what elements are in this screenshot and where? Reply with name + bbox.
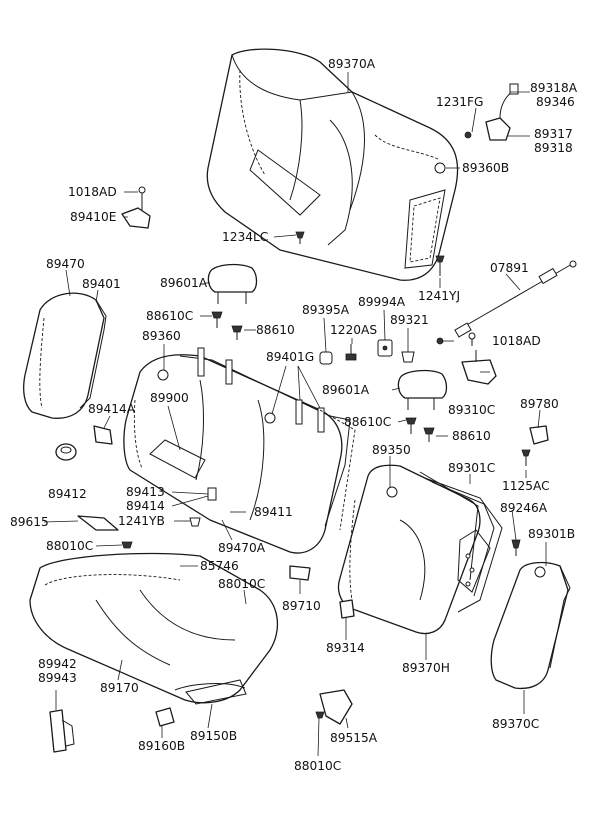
- label-89314: 89314: [326, 641, 365, 655]
- label-1231FG: 1231FG: [436, 95, 483, 109]
- label-89710: 89710: [282, 599, 321, 613]
- label-88610-right: 88610: [452, 429, 491, 443]
- label-89412: 89412: [48, 487, 87, 501]
- bracket-89310C-icon: [461, 350, 497, 385]
- screw-89246A-icon: [511, 539, 521, 556]
- label-89370A: 89370A: [328, 57, 376, 71]
- label-89350: 89350: [372, 443, 411, 457]
- label-88010C-mid: 88010C: [218, 577, 265, 591]
- label-89943: 89943: [38, 671, 77, 685]
- side-bolster-89370C: [490, 561, 571, 690]
- label-89360: 89360: [142, 329, 181, 343]
- label-89370H: 89370H: [402, 661, 450, 675]
- headrest-left-89601A: [207, 263, 258, 304]
- clip-89314-icon: [339, 599, 355, 619]
- label-89310C: 89310C: [448, 403, 495, 417]
- label-89410E: 89410E: [70, 210, 116, 224]
- label-89401G: 89401G: [266, 350, 314, 364]
- screw-1234LC-icon: [295, 231, 305, 244]
- label-89601A-right: 89601A: [322, 383, 370, 397]
- label-89413: 89413: [126, 485, 165, 499]
- label-89615: 89615: [10, 515, 49, 529]
- bracket-89410E-icon: [121, 186, 151, 229]
- seatback-89370H: [337, 464, 481, 635]
- screw-1018AD-right-icon: [436, 332, 476, 346]
- label-89301C: 89301C: [448, 461, 495, 475]
- label-88010C-top: 88010C: [46, 539, 93, 553]
- frame-89301C: [424, 477, 503, 613]
- label-07891: 07891: [490, 261, 529, 275]
- label-88610-left: 88610: [256, 323, 295, 337]
- label-89160B: 89160B: [138, 739, 185, 753]
- label-89370C: 89370C: [492, 717, 539, 731]
- seatback-89370A: [206, 48, 459, 281]
- bracket-89710-icon: [289, 565, 311, 581]
- label-89515A: 89515A: [330, 731, 378, 745]
- label-89470: 89470: [46, 257, 85, 271]
- label-89401: 89401: [82, 277, 121, 291]
- bracket-89942-icon: [49, 709, 75, 753]
- label-89470A: 89470A: [218, 541, 266, 555]
- headrest-guide-left-icon: [211, 311, 243, 340]
- clip-89414A-icon: [93, 425, 113, 445]
- label-1241YJ: 1241YJ: [418, 289, 460, 303]
- label-88010C-bottom: 88010C: [294, 759, 341, 773]
- side-bolster-89470: [23, 292, 107, 419]
- bolt-1220AS-icon: [345, 344, 357, 361]
- headrest-right-89601A: [397, 369, 448, 410]
- label-1018AD-right: 1018AD: [492, 334, 541, 348]
- clip-89321-icon: [401, 351, 415, 363]
- label-85746: 85746: [200, 559, 239, 573]
- label-89360B: 89360B: [462, 161, 509, 175]
- label-89318A: 89318A: [530, 81, 578, 95]
- bracket-89413-icon: [207, 487, 217, 501]
- clip-88010C-top-icon: [121, 541, 133, 549]
- label-89318: 89318: [534, 141, 573, 155]
- label-89411: 89411: [254, 505, 293, 519]
- bolt-1241YB-icon: [189, 517, 201, 527]
- label-89780: 89780: [520, 397, 559, 411]
- label-89414: 89414: [126, 499, 165, 513]
- label-89246A: 89246A: [500, 501, 548, 515]
- label-89317: 89317: [534, 127, 573, 141]
- label-1018AD-top: 1018AD: [68, 185, 117, 199]
- label-1125AC: 1125AC: [502, 479, 550, 493]
- screw-1241YJ-icon: [435, 255, 445, 276]
- bracket-89160B-icon: [155, 707, 175, 727]
- label-89994A: 89994A: [358, 295, 406, 309]
- label-89395A: 89395A: [302, 303, 350, 317]
- label-89414A: 89414A: [88, 402, 136, 416]
- label-89321: 89321: [390, 313, 429, 327]
- seatback-frame-left: [123, 347, 356, 554]
- part-labels: 89370A 89318A 89346 1231FG 89317 89318 8…: [10, 57, 578, 773]
- clip-89395A-icon: [319, 351, 333, 365]
- seat-cushion-89170: [29, 552, 279, 704]
- label-1220AS: 1220AS: [330, 323, 377, 337]
- clip-88010C-bottom-icon: [315, 711, 325, 719]
- cover-89150B: [185, 679, 247, 705]
- headrest-guide-right-icon: [405, 417, 435, 442]
- label-1234LC: 1234LC: [222, 230, 268, 244]
- label-89150B: 89150B: [190, 729, 237, 743]
- label-1241YB: 1241YB: [118, 514, 165, 528]
- label-89900: 89900: [150, 391, 189, 405]
- cable-07891-icon: [454, 260, 577, 338]
- latch-assembly-icon: [464, 83, 519, 141]
- bracket-89515A-icon: [319, 689, 353, 725]
- label-89601A-left: 89601A: [160, 276, 208, 290]
- label-89170: 89170: [100, 681, 139, 695]
- label-89942: 89942: [38, 657, 77, 671]
- label-89301B: 89301B: [528, 527, 575, 541]
- leader-lines: [43, 72, 547, 757]
- bracket-89615-icon: [77, 515, 119, 531]
- label-88610C-right: 88610C: [344, 415, 391, 429]
- bracket-89780-icon: [521, 425, 549, 466]
- label-88610C-left: 88610C: [146, 309, 193, 323]
- cap-89412-icon: [55, 443, 77, 461]
- latch-89994A-icon: [377, 339, 393, 357]
- label-89346: 89346: [536, 95, 575, 109]
